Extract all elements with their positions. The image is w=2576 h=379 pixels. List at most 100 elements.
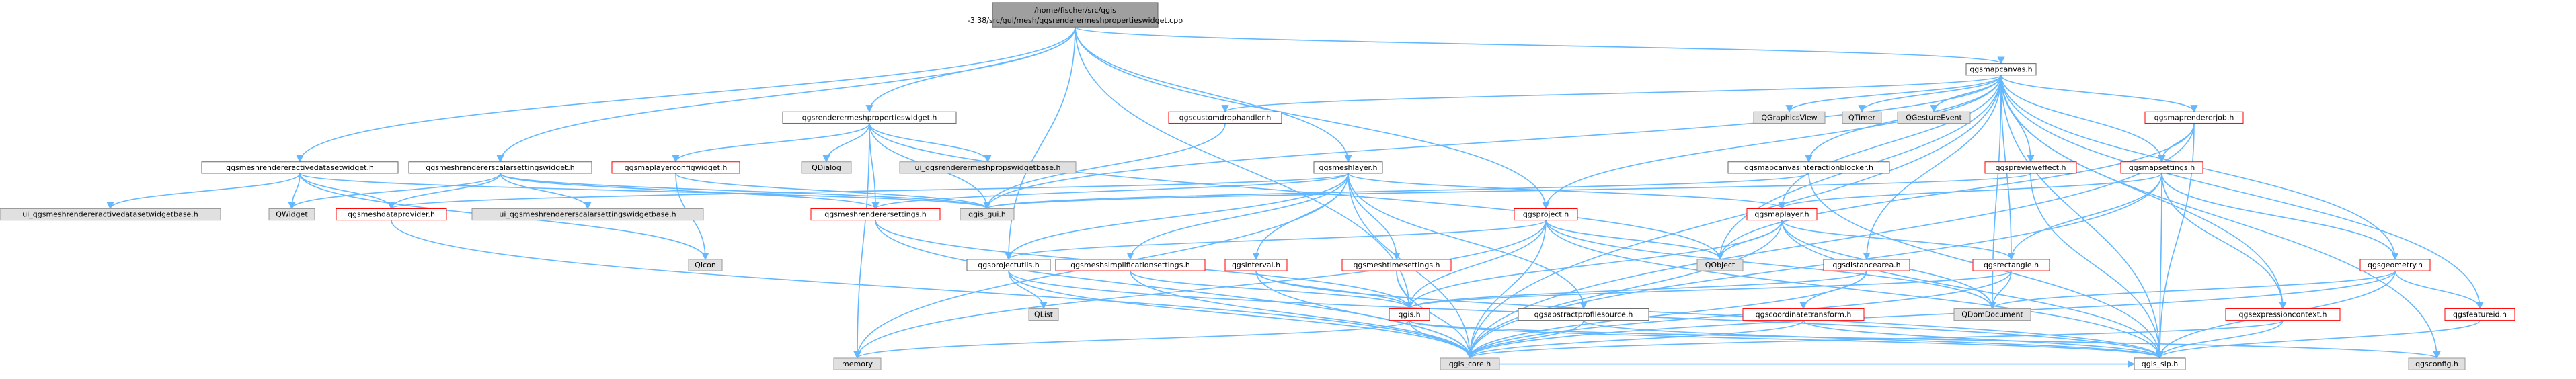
node-root[interactable]: /home/fischer/src/qgis-3.38/src/gui/mesh… xyxy=(968,2,1183,28)
node-label: qgsmeshrenderersettings.h xyxy=(824,210,927,219)
node-qicon[interactable]: QIcon xyxy=(688,259,723,271)
node-box xyxy=(1965,63,2037,76)
node-qgis-core[interactable]: qgis_core.h xyxy=(1440,357,1500,370)
node-qgsmapcanvas[interactable]: qgsmapcanvas.h xyxy=(1965,63,2037,76)
node-memory[interactable]: memory xyxy=(833,357,882,370)
node-qobject[interactable]: QObject xyxy=(1696,259,1744,271)
node-qgsconfig[interactable]: qgsconfig.h xyxy=(2408,357,2466,370)
edge-qgsmeshtimesettings-to-qgis-core xyxy=(1396,271,1474,360)
node-ui-qgsmeshrendererscalarsettingswidgetbase[interactable]: ui_qgsmeshrendererscalarsettingswidgetba… xyxy=(471,208,704,221)
node-qgsmapcanvasinteractionblocker[interactable]: qgsmapcanvasinteractionblocker.h xyxy=(1727,161,1890,174)
node-label: qgsexpressioncontext.h xyxy=(2239,310,2327,319)
node-label: qgsmapcanvasinteractionblocker.h xyxy=(1744,163,1873,172)
node-label: qgsconfig.h xyxy=(2415,360,2458,368)
node-label: ui_qgsmeshrendererscalarsettingswidgetba… xyxy=(499,210,676,219)
node-qgsdistancearea[interactable]: qgsdistancearea.h xyxy=(1823,259,1910,271)
node-box xyxy=(2134,357,2186,370)
node-qgsrenderermeshpropertieswidget[interactable]: qgsrenderermeshpropertieswidget.h xyxy=(782,111,957,124)
node-qgsmaprendererjob[interactable]: qgsmaprendererjob.h xyxy=(2144,111,2244,124)
node-qgsmeshrendererscalarsettingswidget[interactable]: qgsmeshrendererscalarsettingswidget.h xyxy=(408,161,592,174)
node-label: qgscoordinatetransform.h xyxy=(1756,310,1852,319)
node-qgsrectangle[interactable]: qgsrectangle.h xyxy=(1972,259,2050,271)
node-label: qgsmapsettings.h xyxy=(2129,163,2195,172)
node-label: qgsmeshlayer.h xyxy=(1319,163,1378,172)
node-qdomdocument[interactable]: QDomDocument xyxy=(1953,308,2031,321)
node-label: qgsfeatureid.h xyxy=(2453,310,2507,319)
node-box xyxy=(2408,357,2466,370)
node-qgscoordinatetransform[interactable]: qgscoordinatetransform.h xyxy=(1742,308,1865,321)
edge-qgsmapcanvas-to-qgsdistancearea xyxy=(1863,75,2002,261)
node-qgsmeshsimplificationsettings[interactable]: qgsmeshsimplificationsettings.h xyxy=(1055,259,1206,271)
node-qgsgeometry[interactable]: qgsgeometry.h xyxy=(2359,259,2431,271)
edge-qgsmapcanvasinteractionblocker-to-qgis-gui xyxy=(983,173,1809,210)
node-box xyxy=(899,161,1077,174)
node-qgsexpressioncontext[interactable]: qgsexpressioncontext.h xyxy=(2225,308,2341,321)
node-ui-qgsrenderermeshpropswidgetbase[interactable]: ui_qgsrenderermeshpropswidgetbase.h xyxy=(899,161,1077,174)
edge-qgsmeshlayer-to-qgsprojectutils xyxy=(1005,173,1349,261)
edge-qgsmapsettings-to-qgsexpressioncontext xyxy=(2161,173,2287,310)
edge-qgsmeshrendereractivedatasetwidget-to-qgsmeshdataprovider xyxy=(299,173,395,210)
node-qgsmeshtimesettings[interactable]: qgsmeshtimesettings.h xyxy=(1341,259,1452,271)
node-qgis-gui[interactable]: qgis_gui.h xyxy=(960,208,1015,221)
node-qdialog[interactable]: QDialog xyxy=(801,161,852,174)
node-qgscustomdrophandler[interactable]: qgscustomdrophandler.h xyxy=(1168,111,1282,124)
edge-root-to-qgsmeshrendereractivedatasetwidget xyxy=(296,27,1076,163)
edge-qgsmapcanvas-to-qgsproject xyxy=(1542,75,2002,210)
node-box xyxy=(810,208,941,221)
node-qgsmapsettings[interactable]: qgsmapsettings.h xyxy=(2120,161,2203,174)
edge-qgsfeatureid-to-qgis-sip xyxy=(2156,320,2481,360)
node-qgsmeshrendereractivedatasetwidget[interactable]: qgsmeshrendereractivedatasetwidget.h xyxy=(201,161,399,174)
node-qgsmeshrenderersettings[interactable]: qgsmeshrenderersettings.h xyxy=(810,208,941,221)
edge-qgspreviewteffect-to-qgis-gui xyxy=(984,173,2031,210)
edge-root-to-qgsmeshlayer xyxy=(1075,27,1352,163)
node-label: QObject xyxy=(1705,261,1735,269)
node-qtimer[interactable]: QTimer xyxy=(1842,111,1882,124)
node-qwidget[interactable]: QWidget xyxy=(268,208,315,221)
node-box xyxy=(1897,111,1971,124)
node-box xyxy=(1696,259,1744,271)
node-qlist[interactable]: QList xyxy=(1028,308,1059,321)
edge-qgsrectangle-to-qgis xyxy=(1405,270,2012,310)
node-qgsmeshdataprovider[interactable]: qgsmeshdataprovider.h xyxy=(336,208,447,221)
node-label: qgsmeshrendererscalarsettingswidget.h xyxy=(426,163,575,172)
node-qgis[interactable]: qgis.h xyxy=(1389,308,1430,321)
node-box xyxy=(336,208,447,221)
node-box xyxy=(2144,111,2244,124)
node-qgsmaplayer[interactable]: qgsmaplayer.h xyxy=(1746,208,1818,221)
node-qgis-sip[interactable]: qgis_sip.h xyxy=(2134,357,2186,370)
node-box xyxy=(782,111,957,124)
node-qgraphicsview[interactable]: QGraphicsView xyxy=(1753,111,1826,124)
node-label: qgis_sip.h xyxy=(2142,360,2179,368)
edge-qgsinterval-to-qgis-sip xyxy=(1255,270,2164,360)
edge-qgsrenderermeshpropertieswidget-to-qgsmaplayerconfigwidget xyxy=(672,123,870,163)
node-label: ui_qgsrenderermeshpropswidgetbase.h xyxy=(914,163,1060,172)
edge-qgsproject-to-qdomdocument xyxy=(1545,220,1996,310)
edge-qgsmeshdataprovider-to-qgis-core xyxy=(391,220,1474,360)
node-ui-qgsmeshrendereractivedatasetwidgetbase[interactable]: ui_qgsmeshrendereractivedatasetwidgetbas… xyxy=(0,208,221,221)
node-qgsmeshlayer[interactable]: qgsmeshlayer.h xyxy=(1313,161,1383,174)
node-qgspreviewteffect[interactable]: qgsprevieweffect.h xyxy=(1984,161,2077,174)
node-qgsfeatureid[interactable]: qgsfeatureid.h xyxy=(2444,308,2515,321)
node-label: qgis_gui.h xyxy=(968,210,1006,219)
node-label: qgsproject.h xyxy=(1523,210,1569,219)
node-qgsabstractprofilesource[interactable]: qgsabstractprofilesource.h xyxy=(1518,308,1649,321)
node-qgsprojectutils[interactable]: qgsprojectutils.h xyxy=(966,259,1051,271)
edge-qgsmeshsimplificationsettings-to-qgis xyxy=(1130,270,1413,310)
edge-qgsmapcanvas-to-qgscustomdrophandler xyxy=(1221,75,2002,113)
node-qgsproject[interactable]: qgsproject.h xyxy=(1514,208,1578,221)
node-qgsinterval[interactable]: qgsinterval.h xyxy=(1224,259,1288,271)
node-label: qgsprevieweffect.h xyxy=(1996,163,2066,172)
node-label: qgsprojectutils.h xyxy=(978,261,1039,269)
node-box xyxy=(2444,308,2515,321)
node-qgsmaplayerconfigwidget[interactable]: qgsmaplayerconfigwidget.h xyxy=(611,161,740,174)
node-box xyxy=(0,208,221,221)
node-box xyxy=(1313,161,1383,174)
node-label: /home/fischer/src/qgis-3.38/src/gui/mesh… xyxy=(968,5,1183,24)
edge-root-to-qgsmapcanvas xyxy=(1075,26,2005,65)
edge-qgsprojectutils-to-qlist xyxy=(1008,271,1048,310)
node-box xyxy=(1727,161,1890,174)
edge-qgsproject-to-memory xyxy=(853,220,1547,360)
node-qgestureevent[interactable]: QGestureEvent xyxy=(1897,111,1971,124)
node-label: qgsmeshdataprovider.h xyxy=(348,210,435,219)
